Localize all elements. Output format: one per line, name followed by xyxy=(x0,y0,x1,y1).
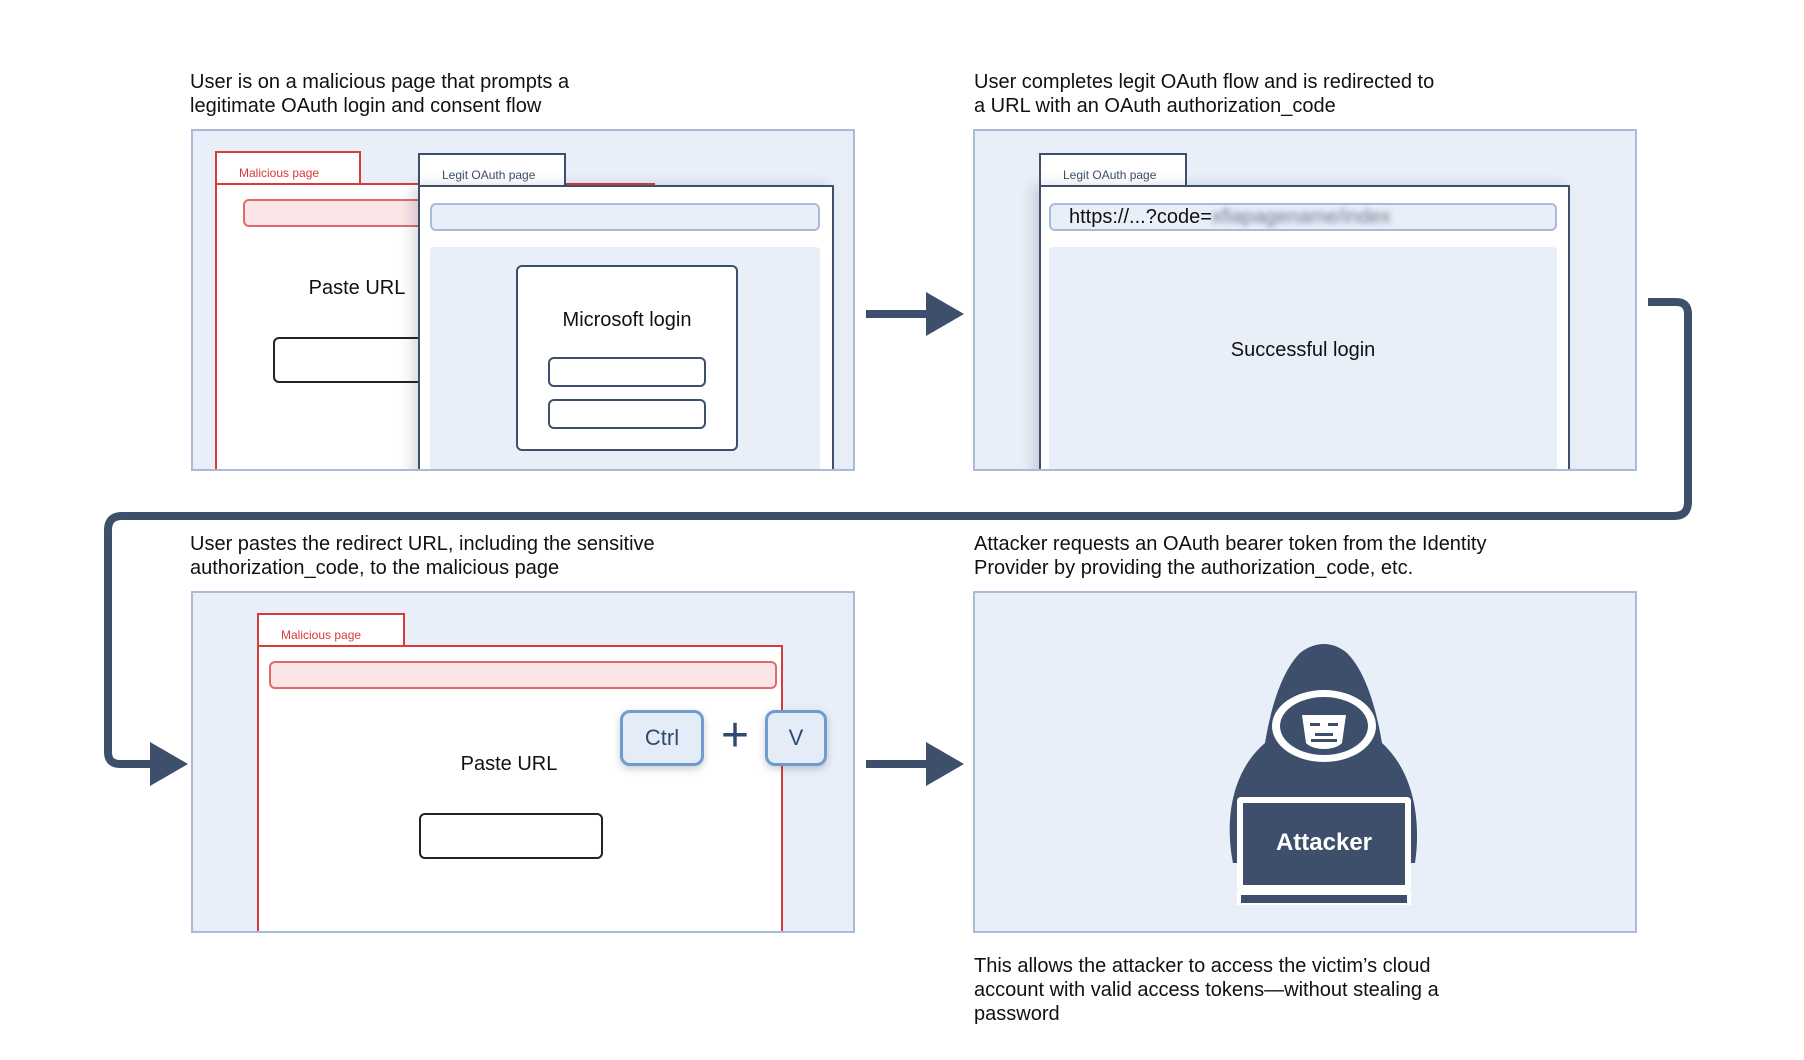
v-key: V xyxy=(765,710,827,766)
legit-oauth-tab: Legit OAuth page xyxy=(1039,153,1187,187)
legit-url-bar xyxy=(430,203,820,231)
connector-arrowhead xyxy=(150,742,188,786)
attacker-label: Attacker xyxy=(1275,829,1373,856)
malicious-page-tab: Malicious page xyxy=(215,151,361,185)
step4-panel: Attacker xyxy=(973,591,1637,933)
legit-content-area: Microsoft login xyxy=(430,247,820,469)
successful-login-label: Successful login xyxy=(1230,339,1376,361)
microsoft-login-box: Microsoft login xyxy=(516,265,738,451)
footer-note: This allows the attacker to access the v… xyxy=(974,955,1439,1025)
login-password-field xyxy=(548,399,706,429)
malicious-page-tab-label: Malicious page xyxy=(239,166,320,180)
arrow-right-icon xyxy=(866,742,964,786)
legit-oauth-tab-label: Legit OAuth page xyxy=(1063,168,1157,182)
legit-oauth-window: https://...?code=xfiapagename/index Succ… xyxy=(1039,185,1570,469)
paste-url-input xyxy=(419,813,603,859)
paste-url-label: Paste URL xyxy=(460,753,558,775)
step1-caption: User is on a malicious page that prompts… xyxy=(190,71,570,117)
redirect-url-prefix: https://...?code= xyxy=(1069,206,1212,228)
legit-oauth-window: Microsoft login xyxy=(418,185,834,469)
success-content-area: Successful login xyxy=(1049,247,1557,469)
authorization-code-blurred: xfiapagename/index xyxy=(1211,206,1391,228)
arrow-right-icon xyxy=(866,292,964,336)
legit-oauth-tab: Legit OAuth page xyxy=(418,153,566,187)
plus-sign: + xyxy=(720,709,750,762)
step3-caption: User pastes the redirect URL, including … xyxy=(190,533,655,579)
step1-panel: Malicious page Paste URL Legit OAuth pag… xyxy=(191,129,855,471)
redirect-url-bar: https://...?code=xfiapagename/index xyxy=(1049,203,1557,231)
malicious-url-bar xyxy=(269,661,777,689)
malicious-page-tab: Malicious page xyxy=(257,613,405,647)
connector-arrow-icon xyxy=(104,298,1692,768)
step2-panel: Legit OAuth page https://...?code=xfiapa… xyxy=(973,129,1637,471)
step3-panel: Malicious page Paste URL xyxy=(191,591,855,933)
login-username-field xyxy=(548,357,706,387)
step4-caption: Attacker requests an OAuth bearer token … xyxy=(974,533,1487,579)
paste-url-label: Paste URL xyxy=(308,277,406,299)
legit-oauth-tab-label: Legit OAuth page xyxy=(442,168,536,182)
malicious-page-window: Paste URL xyxy=(257,645,783,931)
hooded-attacker-icon xyxy=(1229,644,1418,905)
step2-caption: User completes legit OAuth flow and is r… xyxy=(974,71,1435,117)
ctrl-key: Ctrl xyxy=(620,710,704,766)
malicious-page-tab-label: Malicious page xyxy=(281,628,362,642)
microsoft-login-title: Microsoft login xyxy=(562,309,692,331)
